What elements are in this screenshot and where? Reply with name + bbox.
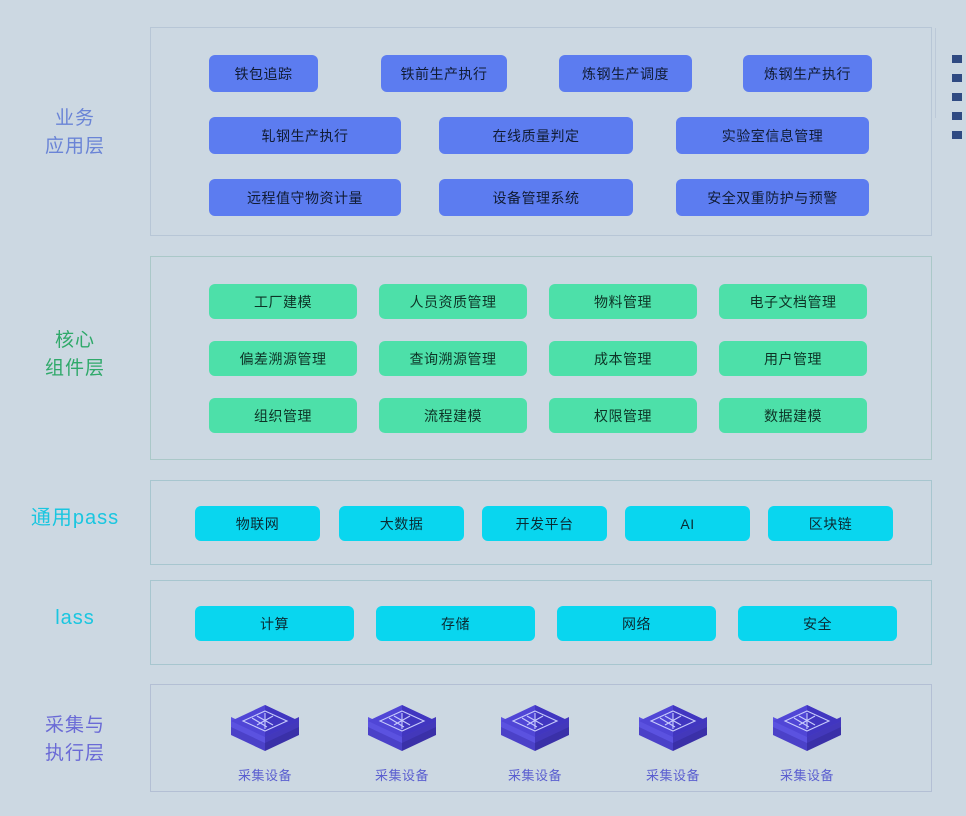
pill-paas-2[interactable]: 开发平台 [482, 506, 607, 541]
pill-core-2-1[interactable]: 流程建模 [379, 398, 527, 433]
pill-iaas-2[interactable]: 网络 [557, 606, 716, 641]
pill-business-2-0[interactable]: 远程值守物资计量 [209, 179, 401, 216]
iso-cube-chip-icon [368, 705, 436, 751]
legend-swatch-1 [952, 74, 962, 82]
pill-business-0-1[interactable]: 铁前生产执行 [381, 55, 507, 92]
pill-business-0-3[interactable]: 炼钢生产执行 [743, 55, 872, 92]
pill-iaas-3[interactable]: 安全 [738, 606, 897, 641]
device-item-0[interactable]: 采集设备 [205, 697, 325, 784]
layer-panel-general-paas: 物联网 大数据 开发平台 AI 区块链 [150, 480, 932, 565]
legend-swatch-3 [952, 112, 962, 120]
device-item-3[interactable]: 采集设备 [613, 697, 733, 784]
pill-business-0-0[interactable]: 铁包追踪 [209, 55, 318, 92]
layer-panel-core-component: 工厂建模 人员资质管理 物料管理 电子文档管理 偏差溯源管理 查询溯源管理 成本… [150, 256, 932, 460]
pill-business-1-1[interactable]: 在线质量判定 [439, 117, 633, 154]
legend-swatch-0 [952, 55, 962, 63]
layer-label-core-component: 核心 组件层 [44, 330, 105, 379]
layer-label-iaas: lass [55, 607, 95, 629]
pill-iaas-1[interactable]: 存储 [376, 606, 535, 641]
device-label-2: 采集设备 [507, 768, 562, 783]
legend-swatch-2 [952, 93, 962, 101]
pill-core-1-0[interactable]: 偏差溯源管理 [209, 341, 357, 376]
pill-business-1-0[interactable]: 轧钢生产执行 [209, 117, 401, 154]
edge-divider-rule [935, 28, 936, 118]
layer-panel-iaas: 计算 存储 网络 安全 [150, 580, 932, 665]
pill-business-1-2[interactable]: 实验室信息管理 [676, 117, 869, 154]
device-label-0: 采集设备 [237, 768, 292, 783]
pill-core-0-2[interactable]: 物料管理 [549, 284, 697, 319]
pill-iaas-0[interactable]: 计算 [195, 606, 354, 641]
device-label-1: 采集设备 [374, 768, 429, 783]
iso-cube-chip-icon [773, 705, 841, 751]
pill-core-2-2[interactable]: 权限管理 [549, 398, 697, 433]
pill-core-0-3[interactable]: 电子文档管理 [719, 284, 867, 319]
edge-legend-swatches [952, 55, 966, 150]
pill-core-0-1[interactable]: 人员资质管理 [379, 284, 527, 319]
pill-paas-4[interactable]: 区块链 [768, 506, 893, 541]
device-label-4: 采集设备 [779, 768, 834, 783]
layer-panel-business-application: 铁包追踪 铁前生产执行 炼钢生产调度 炼钢生产执行 轧钢生产执行 在线质量判定 … [150, 27, 932, 236]
device-label-3: 采集设备 [645, 768, 700, 783]
pill-core-2-0[interactable]: 组织管理 [209, 398, 357, 433]
pill-business-2-2[interactable]: 安全双重防护与预警 [676, 179, 869, 216]
legend-swatch-4 [952, 131, 962, 139]
device-item-4[interactable]: 采集设备 [747, 697, 867, 784]
device-item-1[interactable]: 采集设备 [342, 697, 462, 784]
device-item-2[interactable]: 采集设备 [475, 697, 595, 784]
pill-paas-1[interactable]: 大数据 [339, 506, 464, 541]
layer-label-collection-execution: 采集与 执行层 [44, 715, 105, 764]
pill-business-2-1[interactable]: 设备管理系统 [439, 179, 633, 216]
pill-core-1-3[interactable]: 用户管理 [719, 341, 867, 376]
iso-cube-chip-icon [639, 705, 707, 751]
layer-panel-collection-execution: 采集设备 采集设备 [150, 684, 932, 792]
pill-core-0-0[interactable]: 工厂建模 [209, 284, 357, 319]
iso-cube-chip-icon [231, 705, 299, 751]
pill-business-0-2[interactable]: 炼钢生产调度 [559, 55, 692, 92]
pill-paas-3[interactable]: AI [625, 506, 750, 541]
layer-label-business-application: 业务 应用层 [44, 108, 105, 157]
pill-paas-0[interactable]: 物联网 [195, 506, 320, 541]
pill-core-2-3[interactable]: 数据建模 [719, 398, 867, 433]
layer-label-general-paas: 通用pass [30, 507, 120, 529]
pill-core-1-2[interactable]: 成本管理 [549, 341, 697, 376]
pill-core-1-1[interactable]: 查询溯源管理 [379, 341, 527, 376]
iso-cube-chip-icon [501, 705, 569, 751]
